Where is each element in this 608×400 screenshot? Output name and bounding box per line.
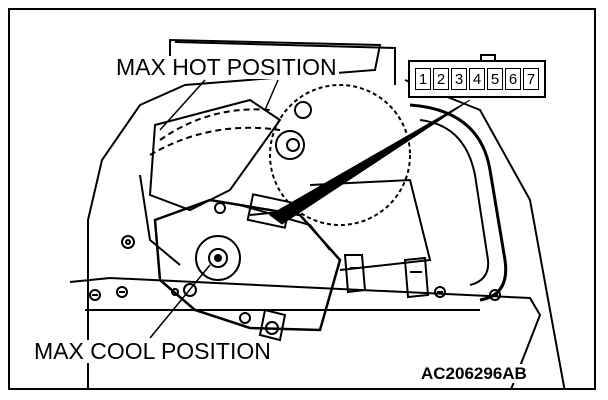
diagram-frame: 1 2 3 4 5 6 7 MAX HOT POSITION MAX COOL … bbox=[8, 8, 596, 390]
connector-pin-diagram: 1 2 3 4 5 6 7 bbox=[408, 60, 546, 98]
connector-pointer bbox=[269, 99, 471, 225]
case-right-wall bbox=[404, 79, 566, 388]
max-cool-position-label: MAX COOL POSITION bbox=[32, 338, 273, 364]
case-bottom bbox=[69, 276, 542, 388]
actuator-drawing bbox=[69, 38, 566, 388]
connector-pin: 1 bbox=[415, 68, 431, 90]
leader-hot-1 bbox=[159, 79, 206, 131]
case-top-lip bbox=[174, 41, 396, 85]
connector-latch bbox=[480, 54, 496, 62]
actuator-shaft bbox=[195, 235, 241, 281]
pipe-lower bbox=[419, 119, 490, 286]
max-hot-position-label: MAX HOT POSITION bbox=[114, 54, 339, 80]
clip-right bbox=[403, 256, 430, 299]
connector-pin: 7 bbox=[523, 68, 539, 90]
gear-large bbox=[269, 84, 411, 226]
clip-left bbox=[343, 254, 367, 294]
pipe-upper bbox=[409, 103, 508, 302]
connector-pin: 3 bbox=[451, 68, 467, 90]
heater-case bbox=[87, 38, 382, 388]
leader-cool bbox=[149, 264, 211, 339]
leader-hot-2 bbox=[264, 79, 279, 111]
figure-code: AC206296AB bbox=[418, 364, 530, 383]
connector-pin: 6 bbox=[505, 68, 521, 90]
linkage-lever bbox=[148, 98, 282, 212]
connector-pin: 2 bbox=[433, 68, 449, 90]
connector-pin: 5 bbox=[487, 68, 503, 90]
connector-pin: 4 bbox=[469, 68, 485, 90]
